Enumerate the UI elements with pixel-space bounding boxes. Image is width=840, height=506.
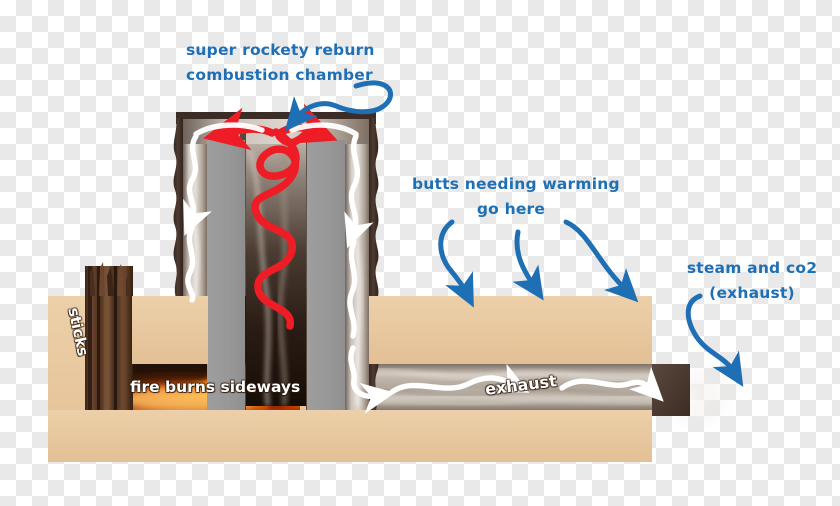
wood-sticks — [85, 262, 133, 410]
brick-block-right — [307, 140, 345, 410]
label-combustion-chamber-line2: combustion chamber — [186, 65, 373, 84]
brick-block-left — [207, 140, 245, 410]
arrow-combustion-chamber — [284, 80, 394, 132]
label-butts-needing-warming: butts needing warming go here — [412, 172, 620, 222]
label-butts-line1: butts needing warming — [412, 175, 620, 193]
arrow-butts-center — [512, 229, 544, 301]
label-butts-line2: go here — [476, 199, 546, 218]
arrow-steam-co2 — [685, 293, 744, 387]
annotation-arrows — [284, 80, 744, 387]
label-steam-line2: (exhaust) — [709, 283, 795, 302]
exhaust-outlet — [652, 364, 734, 424]
arrow-butts-right — [563, 219, 639, 303]
gas-flow-arrows — [183, 122, 664, 414]
label-steam-and-co2: steam and co2 (exhaust) — [672, 256, 832, 306]
label-steam-line1: steam and co2 — [686, 259, 818, 277]
label-combustion-chamber-line1: super rockety reburn — [186, 41, 375, 59]
label-combustion-chamber: super rockety reburn combustion chamber — [186, 38, 375, 88]
label-fire-burns-sideways: fire burns sideways — [130, 378, 301, 396]
arrow-butts-left — [438, 219, 474, 308]
bench-overlay — [48, 296, 652, 462]
